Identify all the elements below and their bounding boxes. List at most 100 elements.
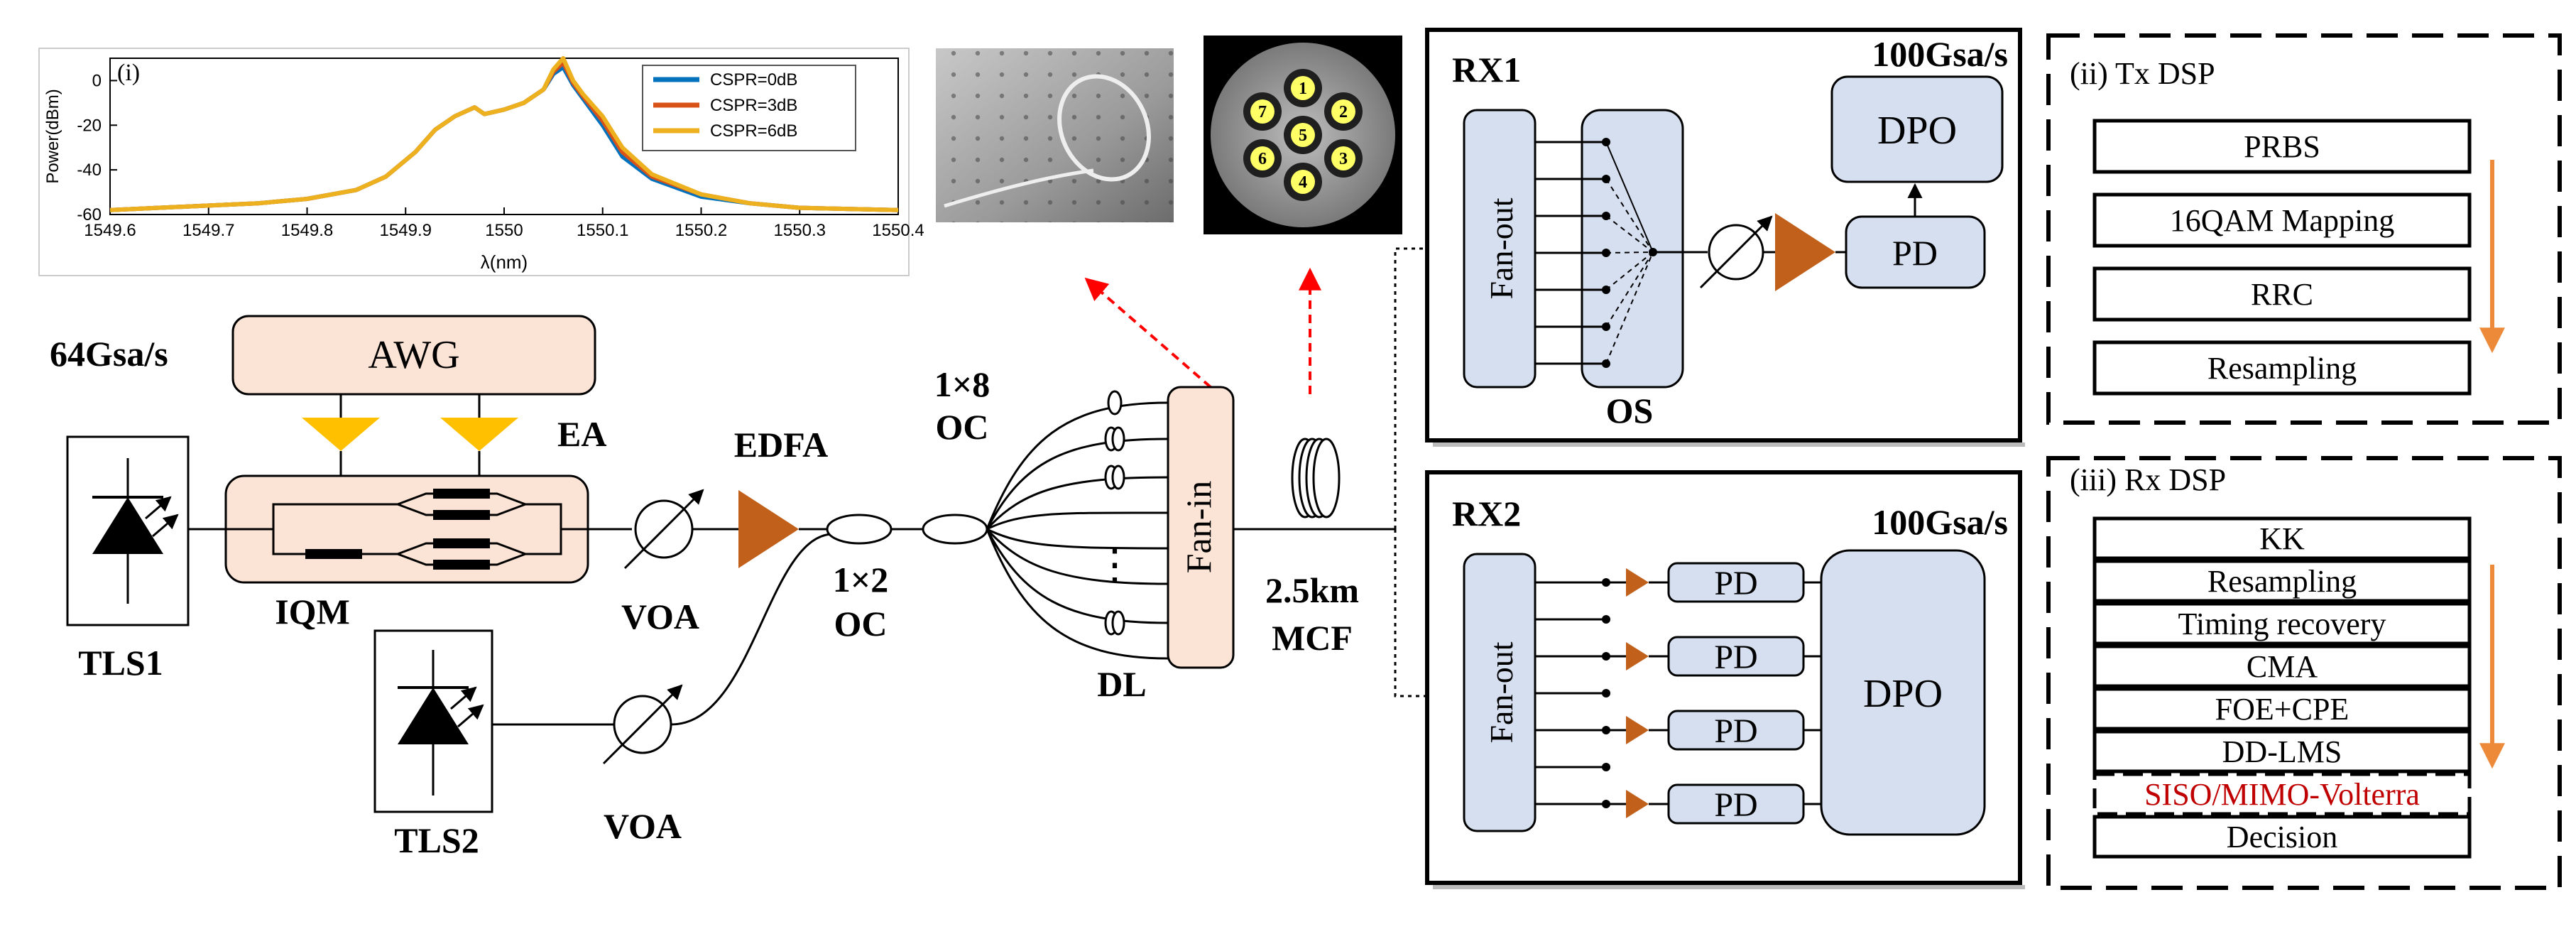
rx2-amplifier-icon [1626, 642, 1649, 670]
y-ticks: 0-20-40-60 [77, 71, 117, 224]
legend: CSPR=0dB CSPR=3dB CSPR=6dB [642, 65, 856, 151]
core-number: 3 [1339, 150, 1348, 168]
photo-arrow-left [1084, 277, 1212, 389]
rx2-rate: 100Gsa/s [1872, 502, 2008, 542]
os-label: OS [1606, 391, 1654, 430]
y-tick-label: -40 [77, 161, 102, 180]
oc-1x8-bottom-label: OC [936, 407, 989, 447]
core-number: 2 [1339, 103, 1348, 121]
rx1-pd-label: PD [1892, 233, 1938, 273]
dsp-step-label: RRC [2251, 277, 2313, 312]
spectrum-series [109, 56, 899, 212]
delay-line-loops [1104, 390, 1125, 636]
fiber-core-center [1331, 146, 1355, 170]
rx2-pd-label: PD [1714, 565, 1757, 602]
rx1-dpo-label: DPO [1877, 109, 1957, 153]
fan-in-block [1167, 386, 1235, 669]
oc-1x2-top-label: 1×2 [833, 560, 889, 599]
voa-bottom-label: VOA [604, 806, 682, 846]
x-axis-label: λ(nm) [481, 251, 528, 273]
iqm-electrodes [305, 489, 490, 570]
dsp-step-box [2092, 644, 2472, 688]
fiber-core-center [1291, 170, 1315, 194]
edfa-label: EDFA [734, 425, 828, 465]
oc-1x8-top-label: 1×8 [934, 364, 990, 404]
iqm-label: IQM [275, 592, 350, 631]
edfa-amplifier-icon [738, 490, 799, 568]
dsp-step-box [2092, 729, 2472, 773]
dsp-step-label: DD-LMS [2222, 734, 2342, 769]
legend-entry: CSPR=3dB [710, 96, 797, 115]
x-tick-label: 1550 [485, 221, 523, 240]
dl-dots: ⋮ [1093, 541, 1136, 588]
legend-entry: CSPR=0dB [710, 70, 797, 89]
core-number: 1 [1299, 80, 1307, 98]
split-fibers [986, 401, 1169, 660]
fiber-core-center [1250, 99, 1275, 124]
dsp-step-label: Timing recovery [2178, 607, 2386, 641]
dsp-step-label: KK [2259, 521, 2305, 556]
legend-entry: CSPR=6dB [710, 121, 797, 141]
core-number: 4 [1299, 173, 1307, 192]
photo-delay-line [936, 48, 1174, 222]
fiber-core-center [1291, 76, 1315, 100]
dsp-step-box [2092, 119, 2472, 174]
core-number: 7 [1258, 103, 1267, 121]
ea-triangle-2 [440, 418, 518, 451]
rx1-panel: RX1 100Gsa/s Fan-out OS PD DPO [1425, 28, 2025, 447]
fiber-core-center [1250, 146, 1275, 170]
laser-diode-icon [92, 458, 179, 604]
x-tick-label: 1549.9 [380, 221, 432, 240]
core-number: 6 [1258, 150, 1267, 168]
fan-in-label: Fan-in [1179, 481, 1218, 574]
mcf-length-label: 2.5km [1265, 570, 1359, 610]
dsp-step-label: PRBS [2244, 129, 2320, 164]
mcf-spool-icon [1291, 438, 1341, 518]
rx2-title: RX2 [1452, 494, 1521, 533]
core-number: 5 [1299, 126, 1307, 145]
dl-label: DL [1097, 664, 1146, 704]
dsp-step-box [2092, 815, 2472, 859]
dsp-step-label: Resampling [2207, 351, 2357, 386]
tls1-label: TLS1 [78, 643, 163, 683]
rx2-amplifier-icon [1626, 716, 1649, 744]
x-tick-label: 1549.6 [84, 221, 136, 240]
rx1-rate: 100Gsa/s [1872, 34, 2008, 74]
y-tick-label: -20 [77, 116, 102, 135]
dsp-step-box [2092, 340, 2472, 396]
x-tick-label: 1549.7 [182, 221, 234, 240]
coupler-1x2-icon [826, 514, 893, 545]
rx-dsp-title: (iii) Rx DSP [2070, 462, 2226, 497]
rx2-fan-out-label: Fan-out [1483, 641, 1519, 743]
rx2-dpo-block [1820, 549, 1986, 836]
dsp-step-label: Decision [2227, 820, 2337, 854]
fiber-core-center [1331, 99, 1355, 124]
dsp-step-label: FOE+CPE [2215, 692, 2349, 727]
x-tick-label: 1550.3 [774, 221, 826, 240]
oc-1x2-bottom-label: OC [834, 604, 888, 644]
rx2-dpo-label: DPO [1863, 672, 1943, 716]
rx1-fan-out-label: Fan-out [1483, 197, 1519, 299]
dsp-step-label: CMA [2247, 649, 2318, 684]
rx1-amplifier-icon [1775, 213, 1835, 291]
ea-triangle-1 [302, 418, 380, 451]
awg-block [231, 315, 596, 396]
awg-label: AWG [368, 333, 459, 377]
photo-mcf-cross-section: 1 2 3 4 5 6 7 [1204, 36, 1402, 234]
awg-rate-label: 64Gsa/s [50, 334, 168, 374]
x-tick-label: 1550.2 [675, 221, 727, 240]
ea-label: EA [557, 414, 606, 454]
os-block [1581, 109, 1684, 389]
rx1-title: RX1 [1452, 50, 1521, 89]
fiber-core-center [1291, 123, 1315, 147]
rx1-fan-out-block [1463, 109, 1537, 389]
rx2-amplifier-icon [1626, 790, 1649, 818]
x-tick-label: 1549.8 [281, 221, 333, 240]
y-tick-label: 0 [92, 71, 102, 90]
y-axis-label: Power(dBm) [43, 89, 62, 183]
dsp-step-box [2092, 687, 2472, 731]
